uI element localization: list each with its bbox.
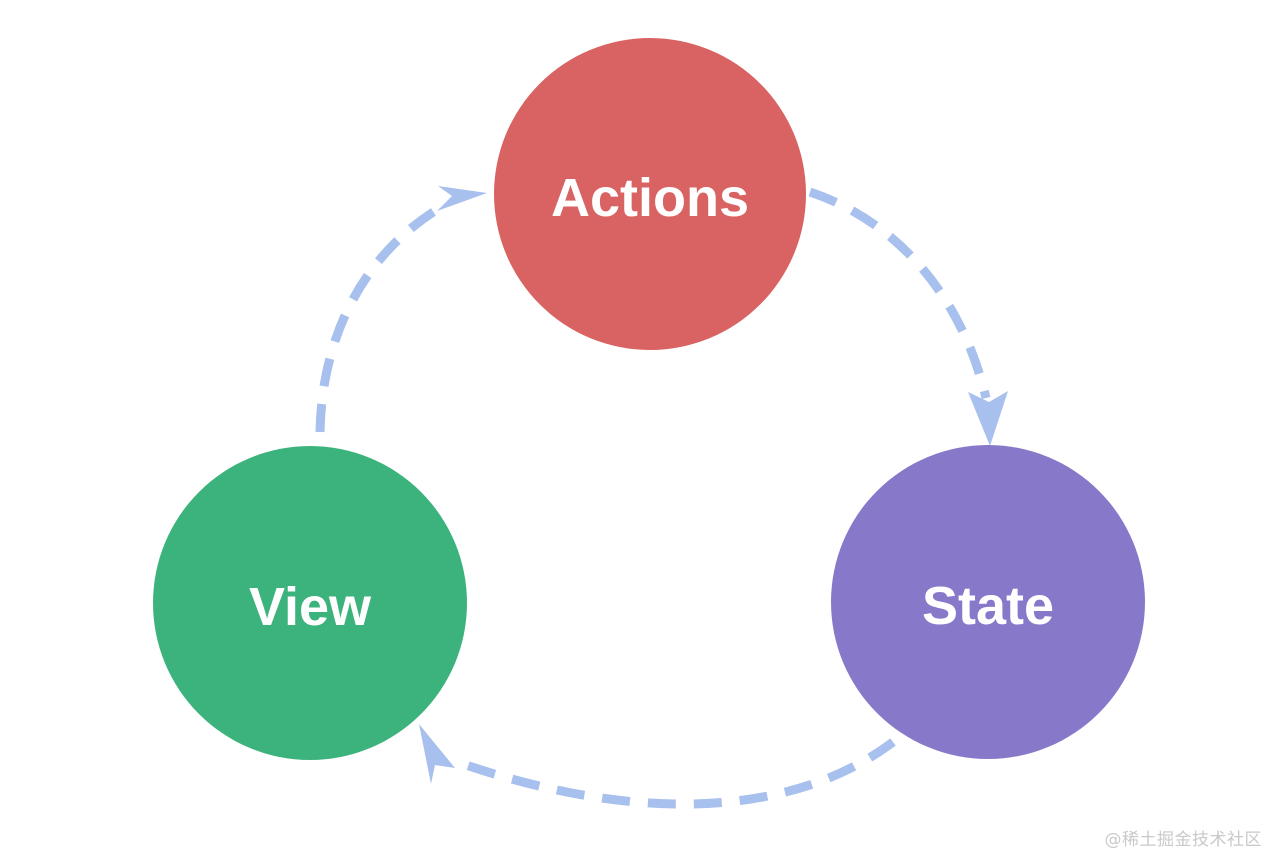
node-view[interactable]: View xyxy=(153,446,467,760)
node-state-circle xyxy=(831,445,1145,759)
node-state[interactable]: State xyxy=(831,445,1145,759)
node-actions-circle xyxy=(494,38,806,350)
edge-actions-to-state[interactable] xyxy=(808,187,1008,446)
watermark: @稀土掘金技术社区 xyxy=(1104,830,1262,850)
node-group: Actions State View xyxy=(153,38,1145,760)
node-view-circle xyxy=(153,446,467,760)
edge-view-to-actions-line xyxy=(315,199,451,433)
edge-state-to-view[interactable] xyxy=(419,724,896,809)
edge-actions-to-state-arrowhead xyxy=(968,391,1008,446)
edge-group xyxy=(315,186,1008,809)
edge-actions-to-state-line xyxy=(808,187,991,400)
edge-view-to-actions-arrowhead xyxy=(437,186,487,211)
node-actions-label: Actions xyxy=(551,168,749,228)
edge-state-to-view-arrowhead xyxy=(419,724,455,784)
node-view-label: View xyxy=(249,577,372,637)
edge-view-to-actions[interactable] xyxy=(315,186,487,433)
edge-state-to-view-line xyxy=(458,738,896,809)
node-actions[interactable]: Actions xyxy=(494,38,806,350)
node-state-label: State xyxy=(922,576,1054,636)
